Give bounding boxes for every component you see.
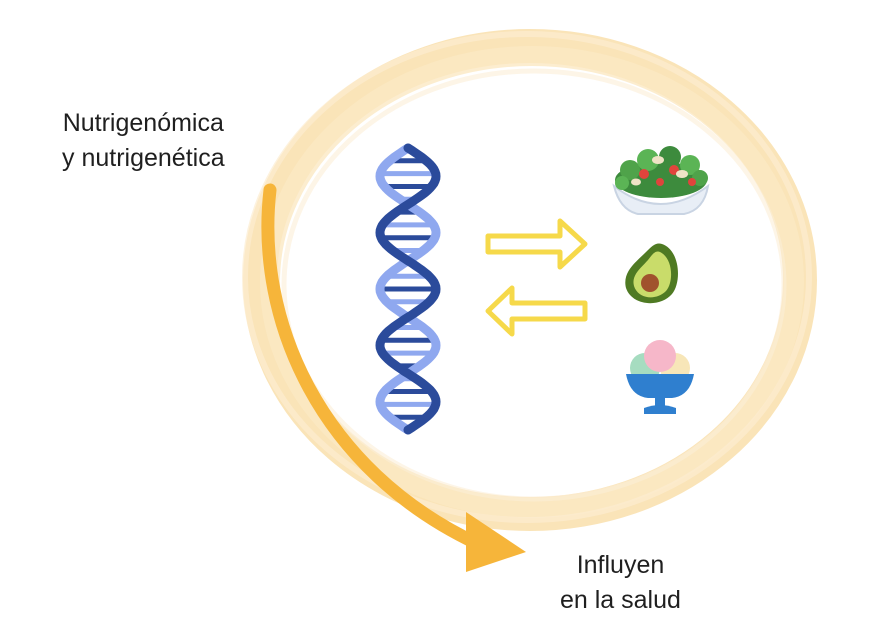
arrow-left-icon xyxy=(485,285,588,337)
nutrigenomics-label-line2: y nutrigenética xyxy=(62,144,225,172)
arrow-right-icon xyxy=(485,218,588,270)
avocado-icon xyxy=(625,243,678,304)
curved-arrow-icon xyxy=(261,183,526,572)
dna-icon xyxy=(375,143,441,435)
nutrigenomics-label: Nutrigenómica y nutrigenética xyxy=(62,106,225,176)
salad-icon xyxy=(612,146,710,215)
nutrigenomics-label-line1: Nutrigenómica xyxy=(62,109,224,137)
health-label-line2: en la salud xyxy=(560,586,681,614)
health-label-line1: Influyen xyxy=(576,551,665,579)
ring-circle xyxy=(242,29,817,531)
health-label: Influyen en la salud xyxy=(560,548,681,618)
ice-cream-icon xyxy=(626,340,694,414)
